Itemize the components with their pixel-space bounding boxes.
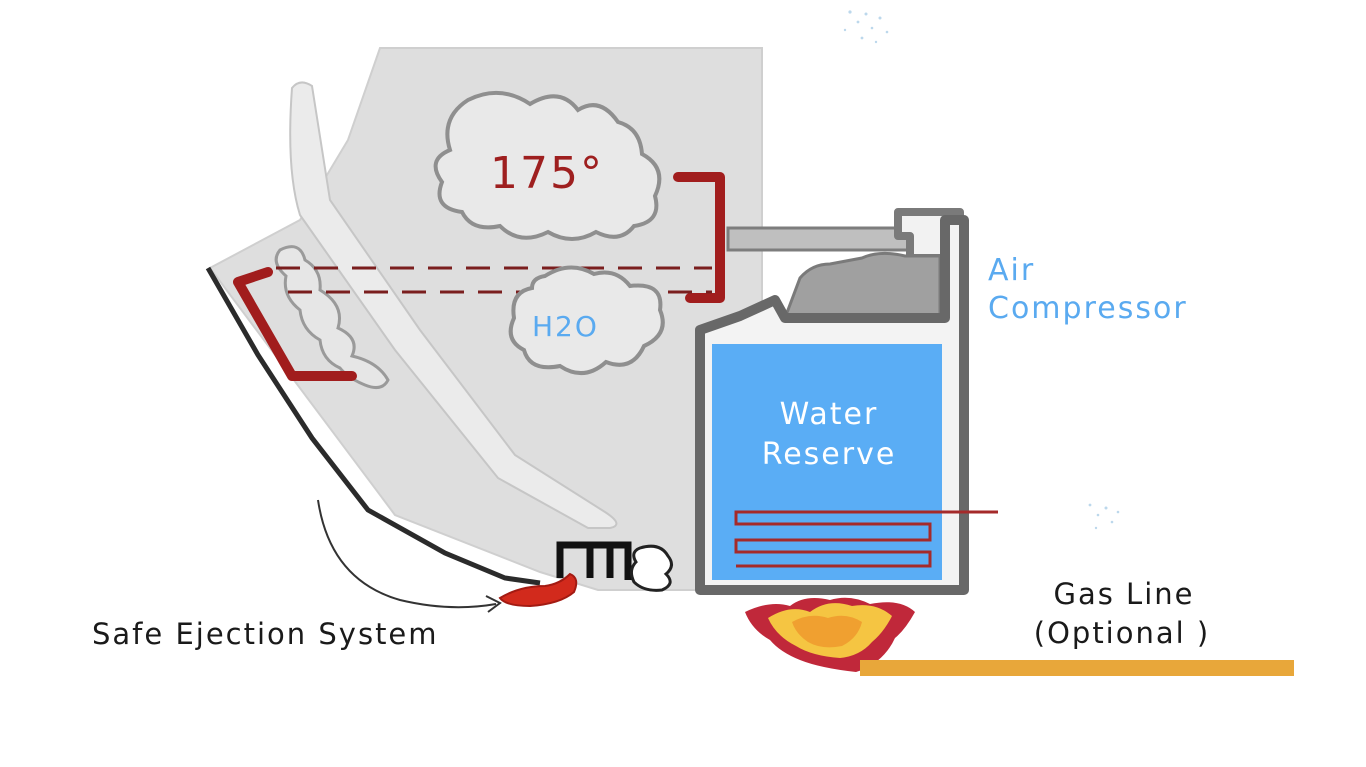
compressor-pipe <box>726 226 910 252</box>
h2o-label: H2O <box>532 310 599 343</box>
left-heating-element <box>233 267 357 381</box>
gas-line-pipe <box>860 660 1294 676</box>
water-reserve-label-line1: Water <box>780 397 879 432</box>
temperature-cloud <box>433 90 662 241</box>
ejection-arrow-head <box>485 595 502 613</box>
air-compressor <box>782 251 942 320</box>
air-compressor-label-line2: Compressor <box>988 291 1188 326</box>
oven-wall-line <box>205 266 541 586</box>
gas-line-label-line1: Gas Line <box>1053 577 1194 611</box>
burner-flame <box>745 597 915 672</box>
right-heating-element <box>673 172 725 303</box>
heating-coil <box>734 510 998 568</box>
air-compressor-label-line1: Air <box>988 253 1035 288</box>
ejection-mechanism <box>498 541 673 608</box>
speckle-decoration <box>843 10 1120 530</box>
ejection-arrow <box>317 499 497 609</box>
gas-line-label-line2: (Optional ) <box>1034 616 1210 650</box>
slanted-shelf <box>289 81 618 529</box>
water-reserve-label-line2: Reserve <box>762 437 897 472</box>
h2o-cloud <box>508 265 665 375</box>
ejection-label: Safe Ejection System <box>92 617 439 651</box>
temperature-label: 175° <box>490 148 604 199</box>
wall-steam-cloud <box>274 245 390 390</box>
